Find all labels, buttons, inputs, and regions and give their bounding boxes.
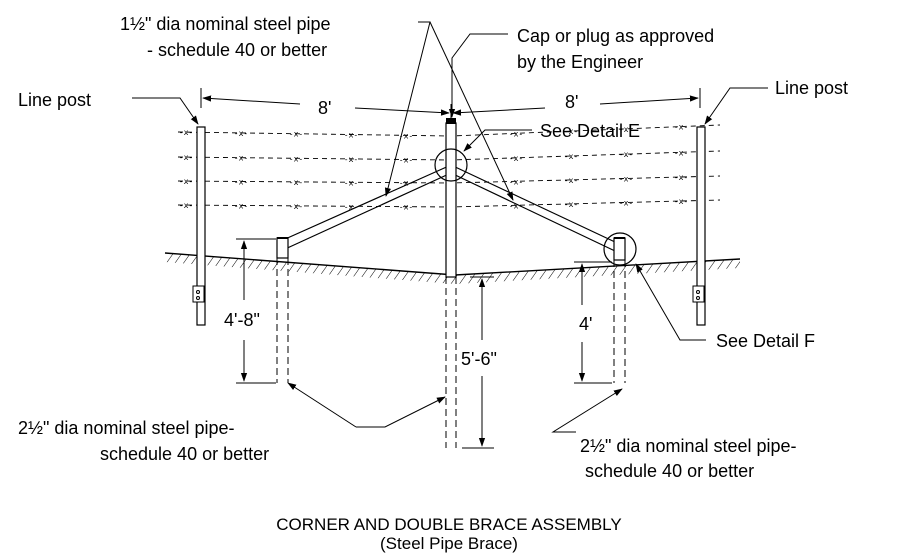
depth-dimension-left: 4'-8" <box>224 238 276 384</box>
wire-barb: -x- <box>399 131 413 140</box>
wire-barb: -x- <box>619 125 633 134</box>
wire-barb: -x- <box>179 128 193 137</box>
span-left-label: 8' <box>318 98 331 118</box>
wire-barb: -x- <box>564 127 578 136</box>
brace-pipe-right <box>450 164 616 252</box>
line-post-left-label: Line post <box>18 90 91 110</box>
drawing-title: CORNER AND DOUBLE BRACE ASSEMBLY <box>276 515 621 534</box>
wire-barb: -x- <box>344 155 358 164</box>
line-post-left <box>192 126 206 326</box>
wire-barb: -x- <box>674 173 688 182</box>
bottom-pipe-left-label-2: schedule 40 or better <box>100 444 269 464</box>
wire-barb: -x- <box>179 201 193 210</box>
wire-barb: -x- <box>674 197 688 206</box>
wire-barb: -x- <box>289 130 303 139</box>
wire-barb: -x- <box>399 203 413 212</box>
wire-barb: -x- <box>509 129 523 138</box>
wire-barb: -x- <box>564 200 578 209</box>
wire-barb: -x- <box>344 202 358 211</box>
brace-post-left <box>276 237 289 383</box>
top-pipe-label-2: - schedule 40 or better <box>147 40 327 60</box>
line-post-right-label: Line post <box>775 78 848 98</box>
wire-barb: -x- <box>289 178 303 187</box>
wire-barb: -x- <box>399 179 413 188</box>
span-right-label: 8' <box>565 92 578 112</box>
wire-barb: -x- <box>234 154 248 163</box>
cap-label-1: Cap or plug as approved <box>517 26 714 46</box>
depth-left-label: 4'-8" <box>224 310 260 330</box>
wire-barb: -x- <box>179 153 193 162</box>
wire-barb: -x- <box>509 177 523 186</box>
wire-barb: -x- <box>289 154 303 163</box>
depth-right-label: 4' <box>579 314 592 334</box>
wire-barb: -x- <box>619 150 633 159</box>
wire-barb: -x- <box>674 123 688 132</box>
wire-barb: -x- <box>234 201 248 210</box>
brace-pipe-left <box>282 164 452 251</box>
wire-barb: -x- <box>619 198 633 207</box>
wire-barb: -x- <box>344 131 358 140</box>
span-dimension: 8' 8' <box>200 88 701 124</box>
drawing-subtitle: (Steel Pipe Brace) <box>380 534 518 553</box>
wire-barb: -x- <box>234 177 248 186</box>
line-post-right <box>692 126 706 326</box>
wire-barb: -x- <box>619 174 633 183</box>
wire-barb: -x- <box>564 152 578 161</box>
wire-barb: -x- <box>564 176 578 185</box>
wire-barb: -x- <box>509 201 523 210</box>
depth-dimension-center: 5'-6" <box>461 276 497 449</box>
detail-f-label: See Detail F <box>716 331 815 351</box>
wire-barb: -x- <box>179 177 193 186</box>
callout-leaders <box>132 21 768 433</box>
wire-barb: -x- <box>234 129 248 138</box>
bottom-pipe-left-label-1: 2½" dia nominal steel pipe- <box>18 418 235 438</box>
wire-barb: -x- <box>509 154 523 163</box>
depth-center-label: 5'-6" <box>461 349 497 369</box>
detail-e-label: See Detail E <box>540 121 640 141</box>
top-pipe-label-1: 1½" dia nominal steel pipe <box>120 14 331 34</box>
wire-barb: -x- <box>344 178 358 187</box>
cap-label-2: by the Engineer <box>517 52 643 72</box>
depth-dimension-right: 4' <box>574 261 612 384</box>
bottom-pipe-right-label-1: 2½" dia nominal steel pipe- <box>580 436 797 456</box>
wire-barb: -x- <box>289 202 303 211</box>
wire-barb: -x- <box>674 148 688 157</box>
bottom-pipe-right-label-2: schedule 40 or better <box>585 461 754 481</box>
brace-post-right <box>603 232 637 383</box>
wire-barb: -x- <box>399 156 413 165</box>
